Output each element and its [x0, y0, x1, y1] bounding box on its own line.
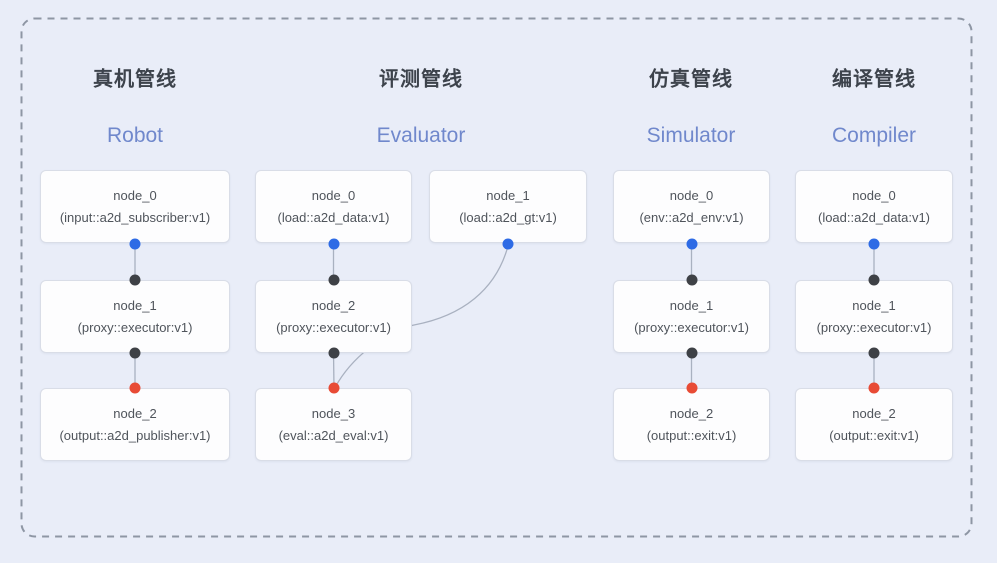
pipeline-title-robot-cn: 真机管线 — [93, 68, 177, 91]
node-compiler-node_0[interactable]: node_0 (load::a2d_data:v1) — [795, 170, 953, 243]
terminal-port-dot — [129, 382, 141, 394]
node-name: node_2 — [669, 405, 714, 421]
output-port-dot — [868, 238, 880, 249]
node-type: (output::exit:v1) — [829, 427, 919, 443]
pipeline-title-evaluator-en: Evaluator — [376, 124, 466, 147]
dashed-group-frame — [20, 17, 973, 538]
output-port-dot — [129, 238, 141, 249]
node-evaluator-node_1[interactable]: node_1 (load::a2d_gt:v1) — [429, 170, 587, 243]
pipeline-title-compiler-en: Compiler — [831, 124, 917, 147]
node-simulator-node_1[interactable]: node_1 (proxy::executor:v1) — [613, 280, 770, 353]
node-name: node_1 — [852, 297, 896, 313]
node-type: (load::a2d_gt:v1) — [459, 209, 557, 225]
node-robot-node_1[interactable]: node_1 (proxy::executor:v1) — [40, 280, 230, 353]
terminal-port-dot — [686, 382, 697, 394]
input-port-dot — [129, 274, 141, 286]
output-port-dot — [328, 347, 339, 358]
node-type: (eval::a2d_eval:v1) — [278, 427, 389, 443]
node-type: (proxy::executor:v1) — [276, 319, 391, 335]
output-port-dot — [129, 347, 141, 358]
node-robot-node_0[interactable]: node_0 (input::a2d_subscriber:v1) — [40, 170, 230, 243]
node-name: node_2 — [852, 405, 896, 421]
terminal-port-dot — [868, 382, 880, 394]
pipeline-title-simulator-en: Simulator — [646, 124, 736, 147]
node-type: (output::a2d_publisher:v1) — [59, 427, 211, 443]
node-simulator-node_0[interactable]: node_0 (env::a2d_env:v1) — [613, 170, 770, 243]
node-evaluator-node_2[interactable]: node_2 (proxy::executor:v1) — [255, 280, 412, 353]
node-compiler-node_2[interactable]: node_2 (output::exit:v1) — [795, 388, 953, 461]
node-evaluator-node_3[interactable]: node_3 (eval::a2d_eval:v1) — [255, 388, 412, 461]
output-port-dot — [502, 238, 514, 249]
node-type: (proxy::executor:v1) — [77, 319, 193, 335]
input-port-dot — [686, 274, 697, 286]
pipeline-title-compiler-cn: 编译管线 — [832, 68, 916, 91]
node-name: node_1 — [113, 297, 157, 313]
node-name: node_2 — [311, 297, 356, 313]
node-evaluator-node_0[interactable]: node_0 (load::a2d_data:v1) — [255, 170, 412, 243]
node-simulator-node_2[interactable]: node_2 (output::exit:v1) — [613, 388, 770, 461]
output-port-dot — [686, 347, 697, 358]
node-type: (load::a2d_data:v1) — [817, 209, 931, 225]
output-port-dot — [328, 238, 339, 249]
node-robot-node_2[interactable]: node_2 (output::a2d_publisher:v1) — [40, 388, 230, 461]
output-port-dot — [686, 238, 697, 249]
connector-line — [332, 351, 335, 389]
node-type: (env::a2d_env:v1) — [639, 209, 744, 225]
node-type: (input::a2d_subscriber:v1) — [59, 209, 211, 225]
node-name: node_0 — [311, 187, 356, 203]
node-name: node_0 — [669, 187, 714, 203]
node-type: (proxy::executor:v1) — [816, 319, 932, 335]
node-name: node_0 — [852, 187, 896, 203]
node-type: (load::a2d_data:v1) — [277, 209, 390, 225]
pipeline-title-evaluator-cn: 评测管线 — [379, 68, 463, 91]
input-port-dot — [868, 274, 880, 286]
cross-pipeline-curve — [336, 245, 509, 385]
input-port-dot — [328, 274, 339, 286]
node-name: node_0 — [113, 187, 157, 203]
node-compiler-node_1[interactable]: node_1 (proxy::executor:v1) — [795, 280, 953, 353]
node-name: node_3 — [311, 405, 356, 421]
node-name: node_2 — [113, 405, 157, 421]
output-port-dot — [868, 347, 880, 358]
pipeline-title-simulator-cn: 仿真管线 — [649, 68, 733, 91]
node-name: node_1 — [486, 187, 530, 203]
pipeline-title-robot-en: Robot — [106, 124, 164, 147]
node-type: (output::exit:v1) — [646, 427, 737, 443]
node-type: (proxy::executor:v1) — [634, 319, 749, 335]
node-name: node_1 — [669, 297, 714, 313]
terminal-port-dot — [328, 382, 340, 394]
